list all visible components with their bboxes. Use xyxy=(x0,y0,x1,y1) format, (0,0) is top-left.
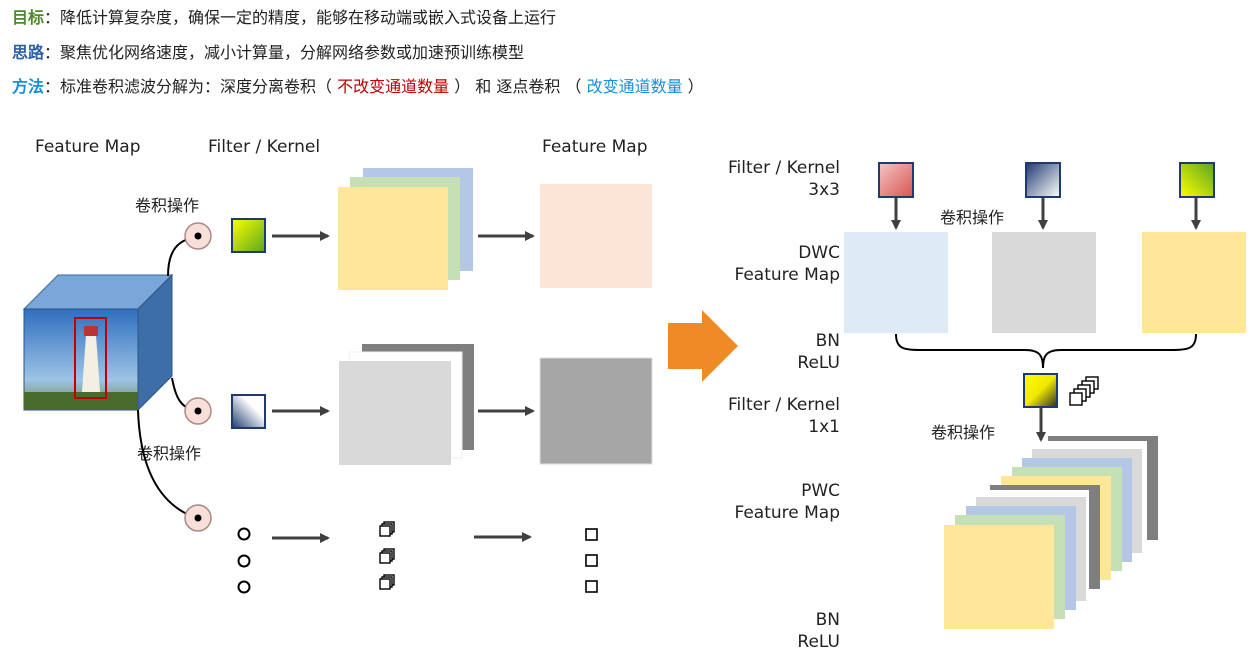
goal-keyword: 目标 xyxy=(12,8,45,27)
feature-map-in-label: Feature Map xyxy=(35,137,141,157)
dot-product-icon xyxy=(184,397,212,425)
output-map-gray xyxy=(539,357,653,465)
filter-3x3-label: Filter / Kernel 3x3 xyxy=(728,157,840,201)
stack-icon xyxy=(379,521,395,537)
stack-icon xyxy=(379,548,395,564)
idea-line: 思路：聚焦优化网络速度，减小计算量，分解网络参数或加速预训练模型 xyxy=(12,39,524,63)
orange-transition-arrow-icon xyxy=(668,310,738,382)
pwc-line1: PWC xyxy=(801,481,840,501)
filter-kernel-yellow-green xyxy=(231,218,266,253)
method-red-text: 不改变通道数量 xyxy=(337,77,450,96)
pwc-line2: Feature Map xyxy=(734,503,840,523)
feature-map-out-label: Feature Map xyxy=(542,137,648,157)
bn-relu-1-line2: ReLU xyxy=(797,353,840,373)
pwc-feature-map-stack xyxy=(944,436,1158,629)
dwc-label: DWC Feature Map xyxy=(734,242,840,286)
conv-op-right-2-label: 卷积操作 xyxy=(931,423,996,442)
dwc-line1: DWC xyxy=(798,243,840,263)
idea-text: ：聚焦优化网络速度，减小计算量，分解网络参数或加速预训练模型 xyxy=(44,43,525,62)
goal-line: 目标：降低计算复杂度，确保一定的精度，能够在移动端或嵌入式设备上运行 xyxy=(12,4,556,28)
small-circle-icon xyxy=(237,527,251,541)
filter-1x1 xyxy=(1023,373,1058,408)
dwc-line2: Feature Map xyxy=(734,265,840,285)
method-text-2: ） 和 逐点卷积 （ xyxy=(449,77,587,96)
small-square-icon xyxy=(585,580,598,593)
stack-icon xyxy=(379,574,395,590)
method-blue-text: 改变通道数量 xyxy=(586,77,683,96)
dwc-map-yellow xyxy=(1142,232,1246,333)
stack-icon xyxy=(1069,376,1099,406)
input-cube-icon xyxy=(22,273,174,412)
small-circle-icon xyxy=(237,554,251,568)
bn-relu-1-line1: BN xyxy=(815,331,840,351)
goal-text: ：降低计算复杂度，确保一定的精度，能够在移动端或嵌入式设备上运行 xyxy=(44,8,557,27)
bn-relu-2-label: BN ReLU xyxy=(797,609,840,653)
dot-product-icon xyxy=(184,222,212,250)
conv-op-right-1-label: 卷积操作 xyxy=(940,208,1005,227)
gray-map-front xyxy=(339,361,451,465)
filter-3x3-line2: 3x3 xyxy=(808,180,840,200)
filter-1x1-line1: Filter / Kernel xyxy=(727,395,840,415)
dwc-map-blue xyxy=(844,232,948,333)
idea-keyword: 思路 xyxy=(12,43,45,62)
small-square-icon xyxy=(585,528,598,541)
filter-kernel-label: Filter / Kernel xyxy=(208,137,321,157)
filter-3x3-blue xyxy=(1025,162,1061,198)
method-text-1: ：标准卷积滤波分解为：深度分离卷积（ xyxy=(44,77,338,96)
method-text-3: ） xyxy=(682,77,704,96)
small-square-icon xyxy=(585,554,598,567)
merge-curve xyxy=(895,333,1197,369)
conv-op-top-label: 卷积操作 xyxy=(135,196,200,215)
method-line: 方法：标准卷积滤波分解为：深度分离卷积（ 不改变通道数量 ） 和 逐点卷积 （ … xyxy=(12,73,704,97)
filter-3x3-green xyxy=(1179,162,1215,198)
pwc-label: PWC Feature Map xyxy=(734,480,840,524)
bn-relu-2-line1: BN xyxy=(815,610,840,630)
method-keyword: 方法 xyxy=(12,77,45,96)
output-map-peach xyxy=(540,184,652,288)
filter-3x3-line1: Filter / Kernel xyxy=(727,158,840,178)
conv-op-bottom-label: 卷积操作 xyxy=(137,444,202,463)
small-circle-icon xyxy=(237,580,251,594)
bn-relu-1-label: BN ReLU xyxy=(797,330,840,374)
bn-relu-2-line2: ReLU xyxy=(797,632,840,652)
dot-product-icon xyxy=(184,504,212,532)
dwc-map-gray xyxy=(992,232,1096,333)
channel-map-yellow xyxy=(338,187,448,290)
filter-kernel-blue xyxy=(231,394,266,429)
branch-curve-bottom xyxy=(137,409,197,519)
filter-3x3-red xyxy=(878,162,914,198)
filter-1x1-line2: 1x1 xyxy=(808,417,840,437)
filter-1x1-label: Filter / Kernel 1x1 xyxy=(728,394,840,438)
